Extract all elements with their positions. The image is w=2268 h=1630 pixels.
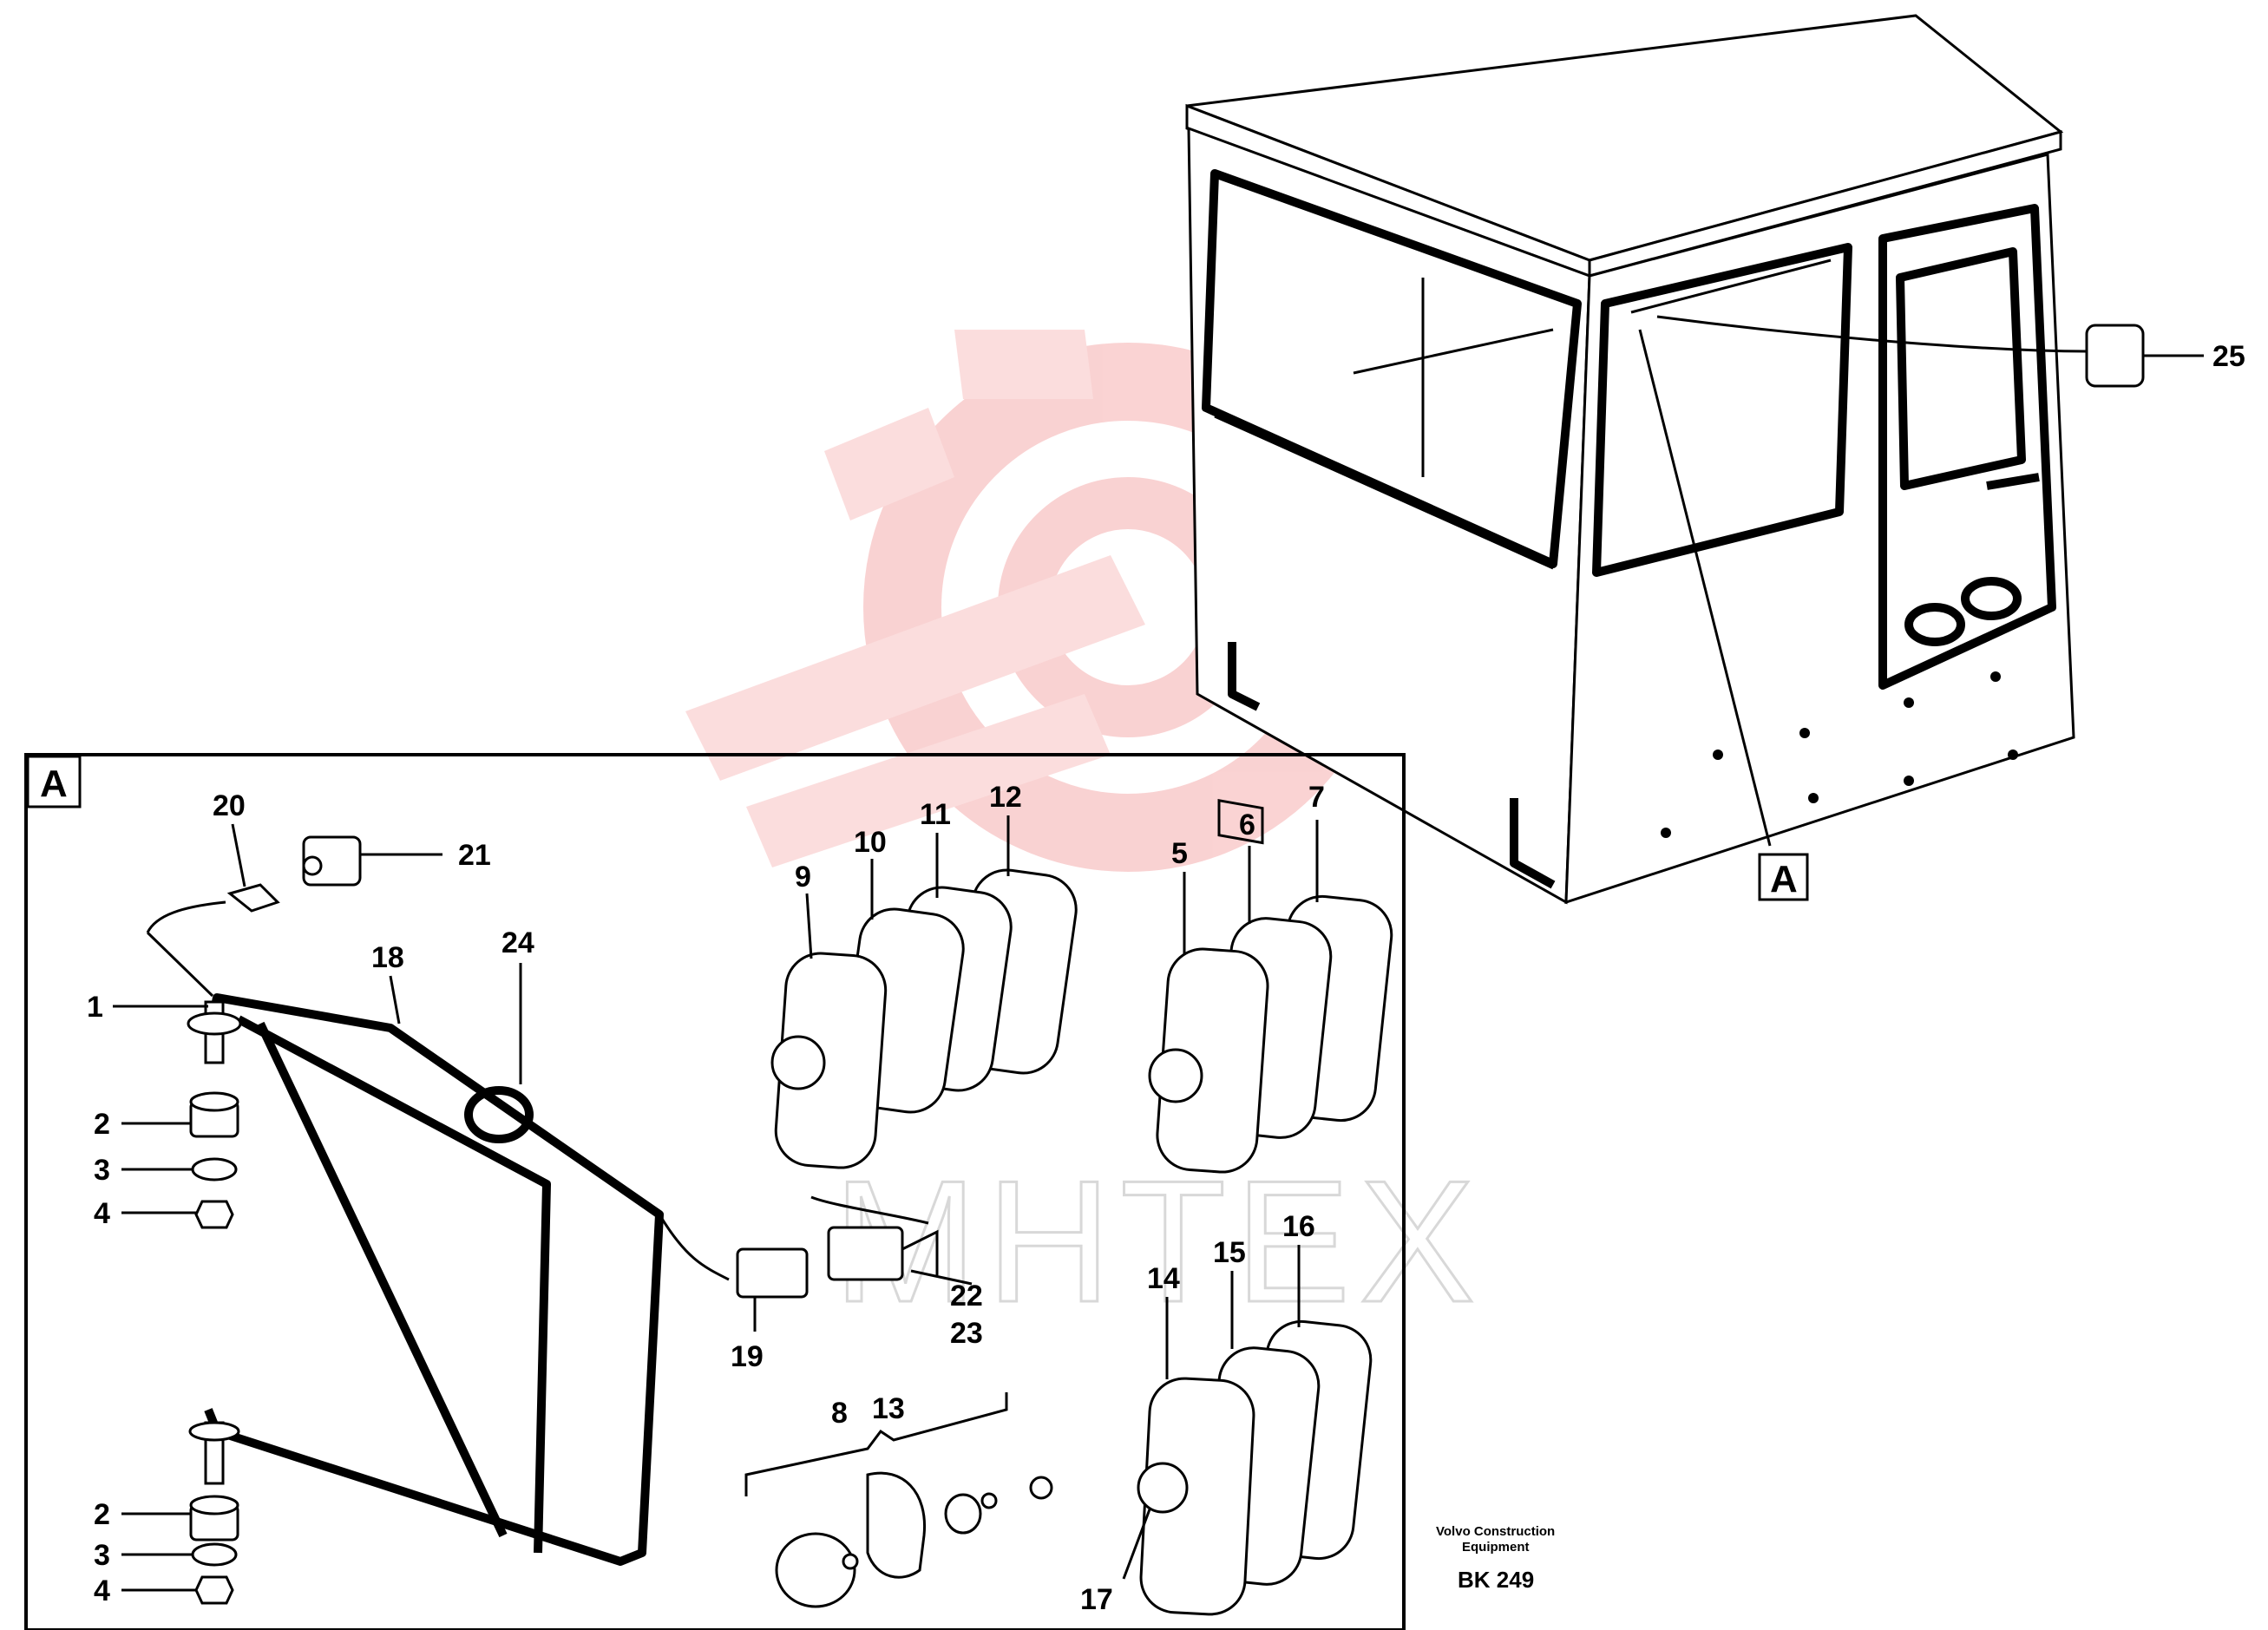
cab-illustration	[1185, 14, 2145, 905]
callout-19: 19	[731, 1340, 764, 1373]
ball-joint-kit	[744, 1392, 1053, 1608]
detail-leader	[1638, 329, 1772, 847]
callout-9: 9	[795, 861, 811, 894]
callout-4-top: 4	[94, 1197, 110, 1230]
callout-20: 20	[213, 789, 246, 822]
callout-12: 12	[989, 781, 1022, 814]
watermark-text: MHTEX	[833, 1145, 1484, 1339]
mirror-assembly-right	[1148, 894, 1393, 1174]
detail-marker-frame	[26, 755, 82, 808]
callout-1: 1	[87, 991, 103, 1024]
callout-10: 10	[854, 826, 887, 859]
callout-labels: 1 2 3 4 2 3 4 5 6 7 8 9 10 11 12 13 14 1…	[87, 340, 2245, 1616]
callout-18: 18	[371, 941, 404, 974]
detail-marker-frame-label: A	[40, 763, 68, 805]
fastener-stack-bottom	[188, 1421, 240, 1605]
callout-23: 23	[950, 1317, 983, 1350]
detail-marker-cab-label: A	[1770, 858, 1798, 900]
callout-7: 7	[1308, 781, 1325, 814]
callout-25: 25	[2212, 340, 2245, 373]
drawing-number: BK 249	[1458, 1567, 1534, 1593]
credit-line-1: Volvo Construction	[1436, 1524, 1555, 1539]
callout-15: 15	[1213, 1236, 1246, 1269]
leader-lines	[113, 354, 2204, 1592]
mirror-assembly-left	[770, 868, 1078, 1169]
callout-11: 11	[920, 798, 951, 831]
connector-pair	[736, 1195, 939, 1299]
connector-top	[226, 835, 362, 913]
callout-22: 22	[950, 1280, 983, 1313]
credit-line-2: Equipment	[1462, 1540, 1530, 1555]
callout-3-bottom: 3	[94, 1539, 110, 1572]
callout-4-bottom: 4	[94, 1574, 110, 1607]
callout-2-top: 2	[94, 1108, 110, 1141]
mirror-assembly-lower	[1137, 1319, 1373, 1616]
callout-17: 17	[1080, 1583, 1113, 1616]
callout-6: 6	[1239, 808, 1255, 841]
callout-8: 8	[831, 1397, 848, 1430]
detail-frame	[24, 753, 1406, 1630]
mirror-bracket	[146, 900, 730, 1566]
callout-16: 16	[1282, 1210, 1315, 1243]
callout-24: 24	[501, 926, 534, 959]
callout-13: 13	[872, 1392, 905, 1425]
callout-2-bottom: 2	[94, 1498, 110, 1531]
detail-marker-cab	[1758, 853, 1809, 901]
fastener-stack-top	[187, 1000, 242, 1229]
callout-21: 21	[458, 839, 491, 872]
callout-3-top: 3	[94, 1154, 110, 1187]
callout-14: 14	[1147, 1262, 1180, 1295]
callout-5: 5	[1171, 837, 1188, 870]
